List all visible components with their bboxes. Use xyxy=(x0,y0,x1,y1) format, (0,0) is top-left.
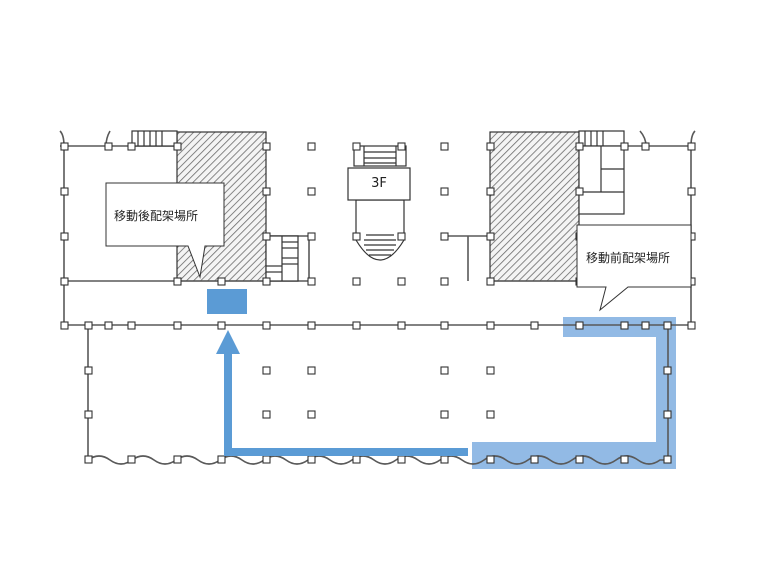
callout-before-label: 移動前配架場所 xyxy=(586,251,671,265)
callout-before-bubble xyxy=(576,224,692,312)
route-arrow-head xyxy=(216,330,240,354)
floor-label: 3F xyxy=(371,176,387,191)
stair-left-mid xyxy=(265,235,299,282)
central-stair xyxy=(353,145,407,261)
stair-right-top xyxy=(578,130,625,215)
right-hatched-core xyxy=(489,131,580,282)
stair-left-top xyxy=(131,130,178,147)
before-location-zone xyxy=(472,317,676,469)
lower-wavy-wall xyxy=(87,455,668,465)
callout-after-label: 移動後配架場所 xyxy=(114,209,199,223)
callout-after-bubble xyxy=(105,182,225,279)
after-location-marker xyxy=(207,289,247,314)
route-arrow-line xyxy=(224,350,468,456)
floor-label-box xyxy=(347,167,411,201)
